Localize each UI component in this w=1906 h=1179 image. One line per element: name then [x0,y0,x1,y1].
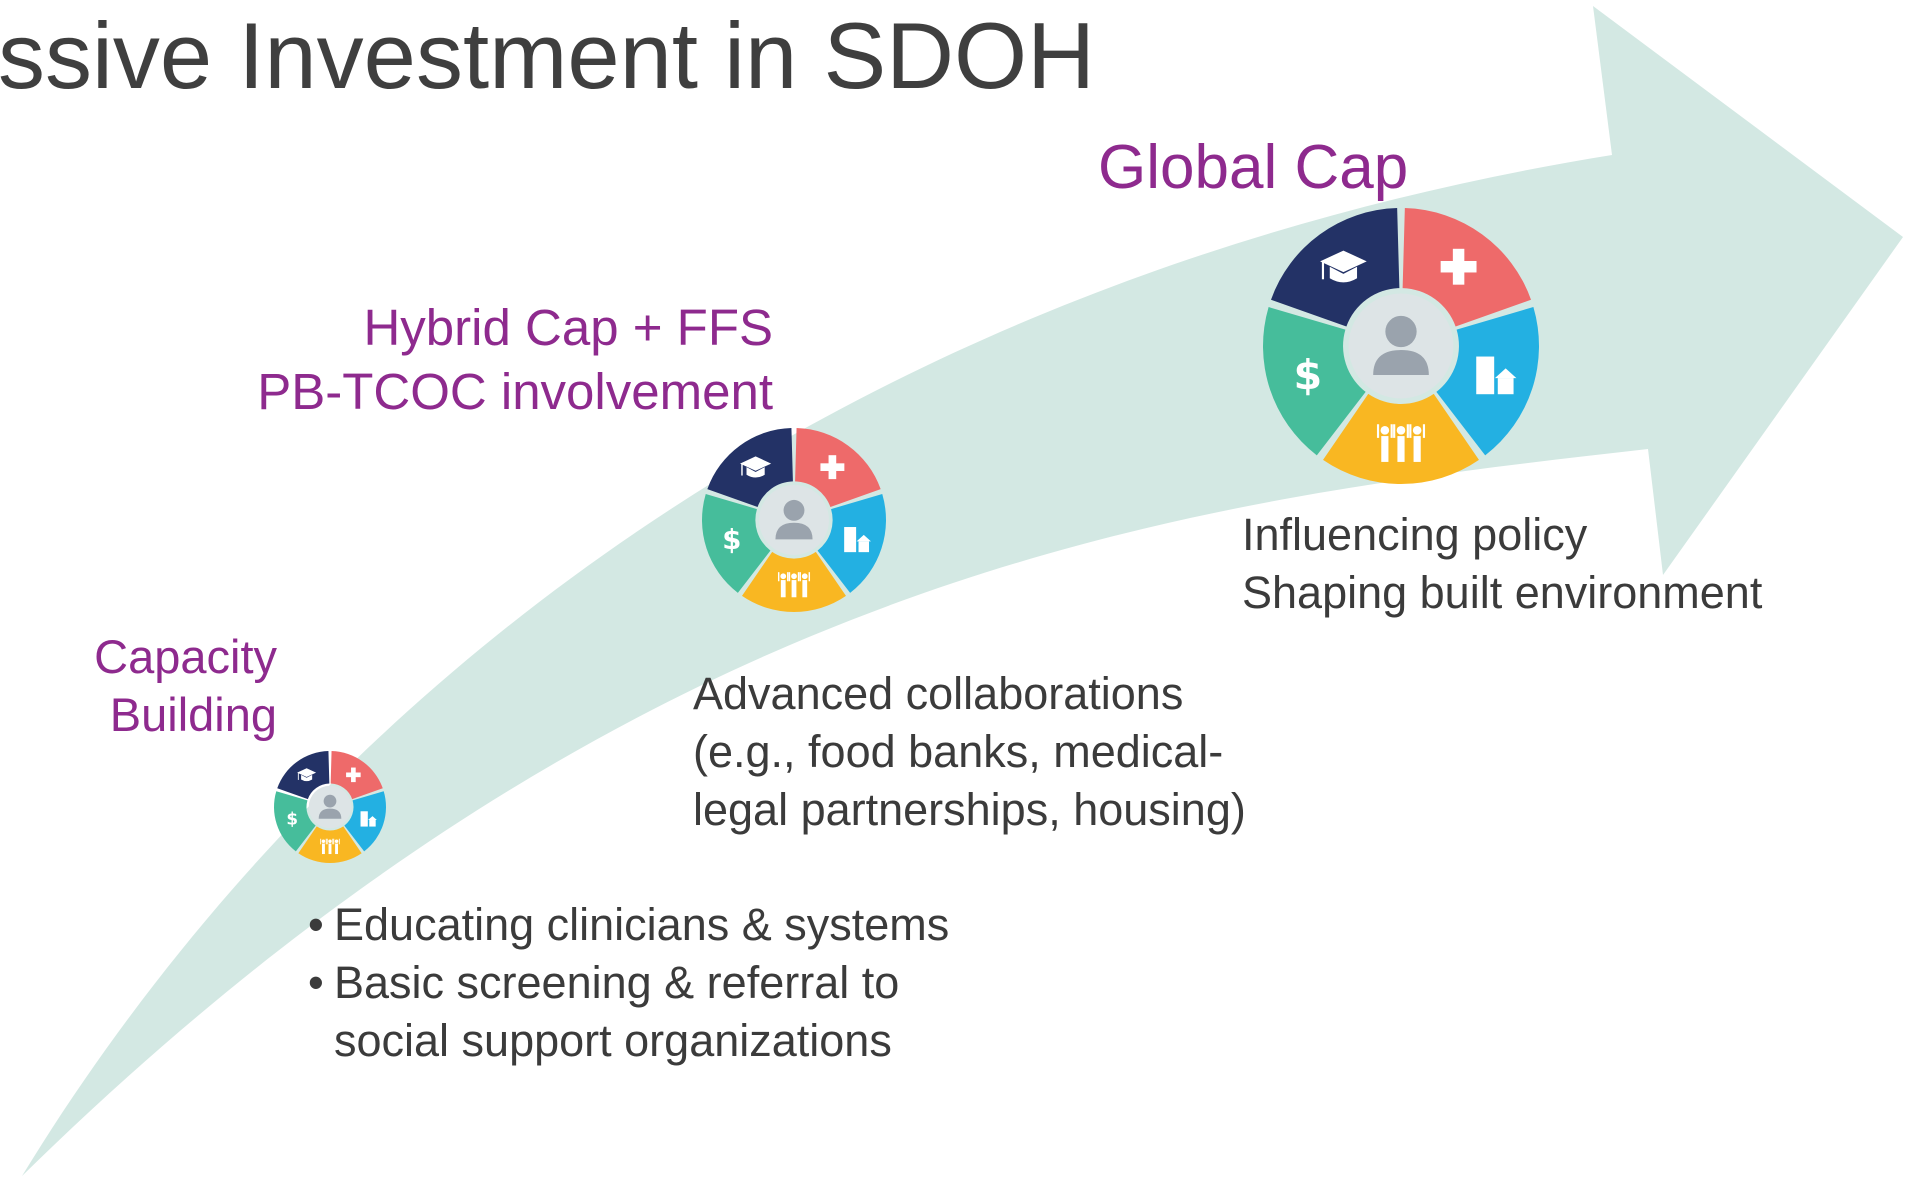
global-cap-description: Influencing policy Shaping built environ… [1242,506,1762,622]
graduation-cap-icon [740,456,772,478]
dollar-icon: $ [286,809,298,829]
capacity-bullet-1-text: Educating clinicians & systems [334,899,950,950]
graduation-cap-icon [297,768,317,782]
person-icon [318,794,342,819]
progression-arrow-shape [22,6,1903,1176]
person-icon [1373,315,1429,375]
global-cap-label: Global Cap [1098,133,1409,202]
global-desc-line-1: Influencing policy [1242,509,1588,560]
dollar-icon: $ [722,524,741,556]
capacity-bullet-2: •Basic screening & referral to [308,954,949,1012]
capacity-building-label-line-2: Building [109,688,277,741]
hybrid-desc-line-1: Advanced collaborations [693,668,1184,719]
medical-cross-icon [820,455,845,480]
capacity-bullet-1: •Educating clinicians & systems [308,896,949,954]
capacity-bullet-2-continuation: social support organizations [334,1015,892,1066]
global-desc-line-2: Shaping built environment [1242,567,1763,618]
bullet-marker: • [308,957,324,1008]
hybrid-desc-line-2: (e.g., food banks, medical- [693,726,1224,777]
hybrid-cap-description: Advanced collaborations (e.g., food bank… [693,665,1246,839]
community-people-icon [1376,424,1426,462]
hybrid-cap-wheel: $ [702,428,886,613]
finance-segment [274,791,316,852]
medical-cross-icon [346,767,361,783]
finance-segment [702,494,771,593]
capacity-building-wheel: $ [274,751,386,863]
hybrid-desc-line-3: legal partnerships, housing) [693,784,1246,835]
page-title: ssive Investment in SDOH [0,3,1096,108]
housing-icon [844,527,871,553]
capacity-bullet-2-text: Basic screening & referral to [334,957,900,1008]
community-people-icon [777,572,811,598]
hybrid-cap-label-line-1: Hybrid Cap + FFS [363,299,773,356]
graduation-cap-icon [1320,250,1367,283]
capacity-building-label-line-1: Capacity [94,630,277,683]
housing-icon [360,811,377,827]
global-cap-wheel: $ [1263,208,1539,485]
finance-segment [1263,307,1366,456]
medical-cross-icon [1440,248,1477,285]
dollar-icon: $ [1293,351,1322,399]
capacity-building-label: Capacity Building [94,628,277,744]
hybrid-cap-label-line-2: PB-TCOC involvement [257,363,773,420]
housing-icon [1476,356,1517,395]
community-people-icon [320,838,340,855]
hybrid-cap-label: Hybrid Cap + FFS PB-TCOC involvement [257,296,773,424]
capacity-building-description: •Educating clinicians & systems •Basic s… [308,896,949,1070]
person-icon [775,499,813,540]
bullet-marker: • [308,899,324,950]
